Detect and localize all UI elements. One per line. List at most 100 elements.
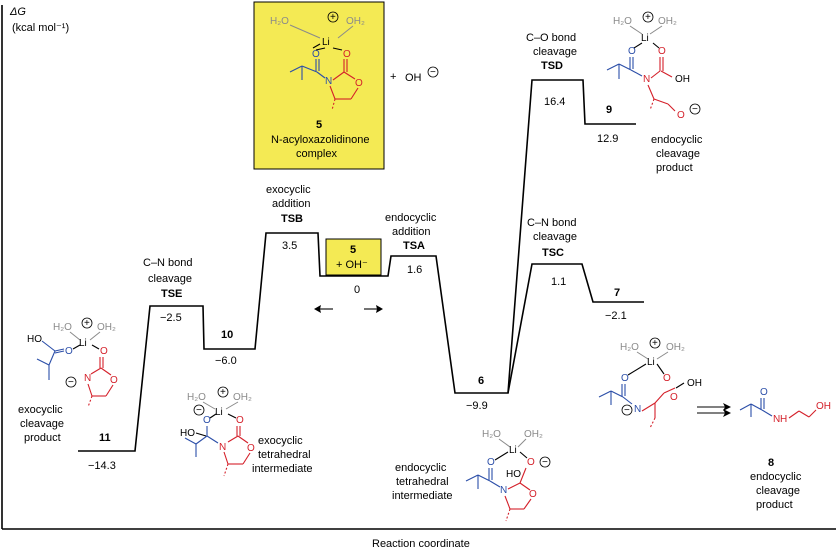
svg-text:O: O [658, 46, 666, 57]
left-arrow-icon [314, 305, 333, 313]
desc-6-3: intermediate [392, 490, 453, 502]
desc-9-3: product [656, 162, 693, 174]
desc-6-2: tetrahedral [396, 476, 449, 488]
desc-tsc-1: C–N bond [527, 217, 577, 229]
svg-text:H₂O: H₂O [53, 322, 72, 333]
svg-text:+: + [645, 12, 651, 23]
desc-tsd-2: cleavage [533, 46, 577, 58]
svg-text:Li: Li [641, 33, 649, 44]
svg-text:−: − [542, 457, 548, 468]
desc-10-1: exocyclic [258, 435, 303, 447]
svg-text:−: − [624, 405, 630, 416]
svg-text:O: O [760, 387, 768, 398]
svg-text:+: + [652, 338, 658, 349]
svg-text:+: + [84, 318, 90, 329]
desc-tse-1: C–N bond [143, 257, 193, 269]
level-label-9: 9 [606, 104, 612, 116]
svg-text:+: + [390, 71, 396, 83]
svg-text:O: O [247, 443, 255, 454]
svg-text:OH: OH [816, 401, 831, 412]
svg-text:O: O [529, 489, 537, 500]
reaction-arrow-icon [697, 403, 731, 417]
y-axis-unit: (kcal mol⁻¹) [12, 22, 69, 34]
level-label-7: 7 [614, 287, 620, 299]
desc-tsc-2: cleavage [533, 231, 577, 243]
svg-text:O: O [100, 346, 108, 357]
desc-8-2: cleavage [756, 485, 800, 497]
svg-text:Li: Li [79, 338, 87, 349]
svg-text:HO: HO [506, 469, 521, 480]
svg-text:H₂O: H₂O [620, 342, 639, 353]
desc-6-1: endocyclic [395, 462, 447, 474]
svg-text:N: N [773, 414, 780, 425]
svg-text:O: O [312, 49, 320, 60]
level-label-tsb: TSB [281, 213, 303, 225]
desc-9-1: endocyclic [651, 134, 703, 146]
svg-text:O: O [677, 110, 685, 121]
svg-text:O: O [628, 46, 636, 57]
structure-7-complex: H₂O OH₂ + Li O O − N O OH [598, 337, 702, 429]
svg-text:N-acyloxazolidinone: N-acyloxazolidinone [271, 134, 369, 146]
svg-text:Li: Li [647, 357, 655, 368]
level-label-11: 11 [99, 432, 111, 444]
svg-text:O: O [621, 373, 629, 384]
complex-box: H₂O OH₂ + Li O O N O 5 N-acyloxazolidino… [253, 1, 439, 170]
exocyclic-pathway-line [78, 79, 636, 452]
svg-text:O: O [203, 415, 211, 426]
desc-11-1: exocyclic [18, 404, 63, 416]
svg-text:N: N [325, 76, 332, 87]
svg-text:O: O [670, 392, 678, 403]
svg-text:N: N [84, 373, 91, 384]
svg-text:N: N [219, 442, 226, 453]
desc-tsa-2: addition [392, 226, 431, 238]
svg-text:O: O [65, 346, 73, 357]
desc-9-2: cleavage [656, 148, 700, 160]
level-value-tse: −2.5 [160, 312, 182, 324]
level-value-10: −6.0 [215, 355, 237, 367]
svg-text:OH₂: OH₂ [97, 322, 116, 333]
svg-text:HO: HO [180, 428, 195, 439]
svg-text:−: − [692, 104, 698, 115]
level-value-6: −9.9 [466, 400, 488, 412]
level-value-7: −2.1 [605, 310, 627, 322]
svg-text:Li: Li [215, 407, 223, 418]
svg-text:+: + [330, 12, 336, 23]
svg-text:H₂O: H₂O [482, 429, 501, 440]
desc-10-2: tetrahedral [258, 449, 311, 461]
svg-text:OH₂: OH₂ [524, 429, 543, 440]
svg-text:5: 5 [350, 244, 356, 256]
structure-9: H₂O OH₂ + Li O O N OH O − [606, 11, 701, 121]
level-label-tsa: TSA [403, 240, 425, 252]
svg-text:O: O [343, 49, 351, 60]
level-value-tsd: 16.4 [544, 96, 565, 108]
structure-8: O N H OH [739, 387, 831, 425]
right-arrow-icon [364, 305, 383, 313]
level-label-tse: TSE [161, 288, 182, 300]
svg-text:O: O [487, 457, 495, 468]
svg-text:−: − [430, 67, 436, 78]
level-value-tsb: 3.5 [282, 240, 297, 252]
svg-text:O: O [663, 373, 671, 384]
svg-text:OH₂: OH₂ [233, 392, 252, 403]
desc-8-1: endocyclic [750, 471, 802, 483]
svg-text:5: 5 [316, 119, 322, 131]
structure-11: H₂O OH₂ + Li HO O O O N − [27, 317, 118, 408]
desc-11-2: cleavage [20, 418, 64, 430]
level-value-5: 0 [354, 284, 360, 296]
svg-text:OH: OH [687, 378, 702, 389]
desc-tsb-2: addition [272, 198, 311, 210]
svg-text:N: N [634, 404, 641, 415]
svg-text:Li: Li [509, 445, 517, 456]
svg-text:H₂O: H₂O [270, 16, 289, 27]
svg-text:O: O [110, 375, 118, 386]
y-axis-label: ΔG [9, 6, 26, 18]
desc-tsb-1: exocyclic [266, 184, 311, 196]
svg-text:−: − [196, 405, 202, 416]
level-label-10: 10 [221, 329, 233, 341]
desc-8-3: product [756, 499, 793, 511]
svg-text:O: O [527, 457, 535, 468]
svg-text:H₂O: H₂O [187, 392, 206, 403]
level-value-9: 12.9 [597, 133, 618, 145]
svg-text:complex: complex [296, 148, 337, 160]
